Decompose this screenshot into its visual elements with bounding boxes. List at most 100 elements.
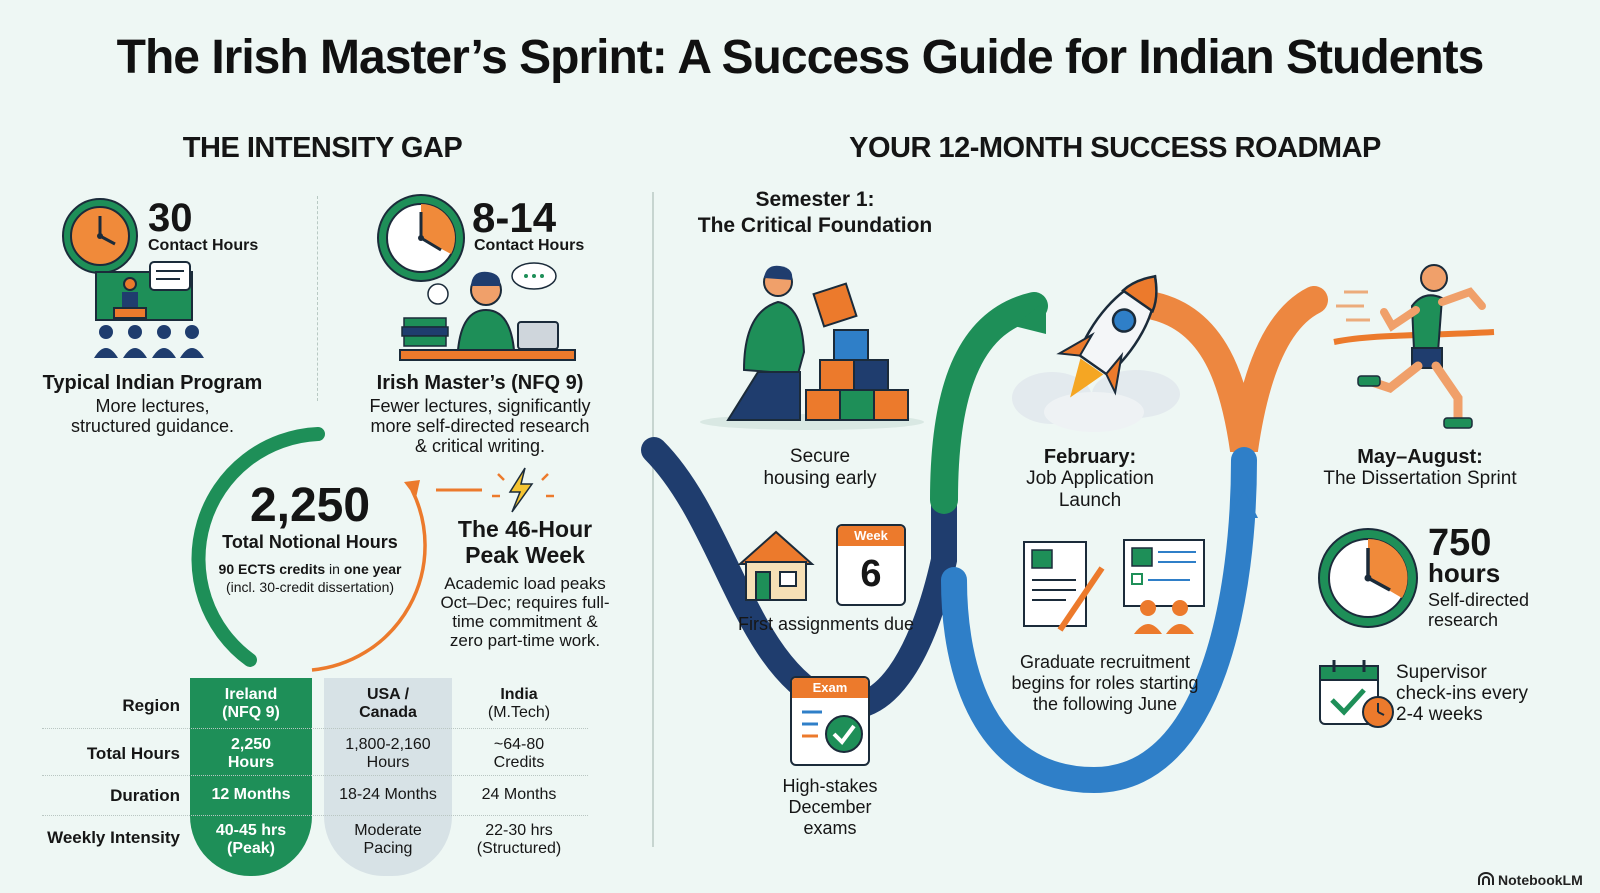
peak-desc-line4: zero part-time work. <box>449 631 601 650</box>
exams-line3: exams <box>803 818 857 838</box>
week-calendar-icon: Week 6 <box>836 524 906 606</box>
grad-line3: the following June <box>1032 694 1178 714</box>
row-divider <box>42 728 588 729</box>
usa-weekly-2: Pacing <box>363 840 413 857</box>
assignments-due: First assignments due <box>737 614 915 634</box>
notional-hours-label: Total Notional Hours <box>222 532 398 552</box>
row-divider <box>42 775 588 776</box>
lightning-icon <box>508 467 534 513</box>
usa-region-1: USA / <box>366 686 410 703</box>
cycle-arrows <box>191 427 554 672</box>
clock-icon <box>62 198 138 274</box>
india-hours-2: Credits <box>493 754 545 771</box>
india-region-1: India <box>500 686 538 703</box>
peak-desc-line1: Academic load peaks <box>444 574 606 593</box>
row-label-weekly-intensity: Weekly Intensity <box>47 828 180 847</box>
runner-icon <box>1333 264 1495 429</box>
supervisor-line2: check-ins every <box>1396 683 1528 704</box>
arrow-head <box>1014 300 1046 334</box>
calendar-week-number: 6 <box>860 553 882 595</box>
row-label-total-hours: Total Hours <box>86 744 180 763</box>
ects-one-year: one year <box>343 561 402 577</box>
brand-name: NotebookLM <box>1498 872 1583 888</box>
usa-column <box>324 678 452 876</box>
irish-desc-line1: Fewer lectures, significantly <box>369 396 591 416</box>
irish-contact-unit: Contact Hours <box>474 237 585 254</box>
row-label-duration: Duration <box>110 786 180 805</box>
irish-desc-line2: more self-directed research <box>370 416 590 436</box>
grad-line1: Graduate recruitment <box>1019 652 1191 672</box>
peak-desc-line2: Oct–Dec; requires full- <box>440 593 610 612</box>
usa-weekly-1: Moderate <box>354 822 422 839</box>
column-divider <box>317 196 318 401</box>
peak-week-title-line2: Peak Week <box>465 542 585 568</box>
lecture-classroom-icon <box>94 261 204 358</box>
ireland-column <box>190 678 312 876</box>
housing-line2: housing early <box>763 468 877 489</box>
ireland-weekly-2: (Peak) <box>226 840 276 857</box>
roadmap-heading: YOUR 12-MONTH SUCCESS ROADMAP <box>849 132 1381 164</box>
feb-title: February: <box>1043 446 1137 468</box>
student-laptop-icon <box>399 262 576 361</box>
feb-line2: Launch <box>1058 490 1122 511</box>
india-hours-1: ~64-80 <box>493 736 545 753</box>
hours-number: 750 <box>1428 522 1492 564</box>
ireland-weekly-1: 40-45 hrs <box>215 822 287 839</box>
ireland-duration: 12 Months <box>211 786 291 803</box>
usa-region-2: Canada <box>359 704 417 721</box>
row-label-region: Region <box>122 696 180 715</box>
indian-desc-line2: structured guidance. <box>70 416 235 436</box>
usa-hours-1: 1,800-2,160 <box>345 736 431 753</box>
semester-title-line2: The Critical Foundation <box>697 214 933 237</box>
indian-contact-unit: Contact Hours <box>148 237 259 254</box>
may-subtitle: The Dissertation Sprint <box>1323 468 1517 489</box>
indian-desc-line1: More lectures, <box>95 396 210 416</box>
ects-credits-mid: in <box>325 561 344 577</box>
house-icon <box>737 530 815 601</box>
rocket-icon <box>1012 274 1180 432</box>
india-region-2: (M.Tech) <box>487 704 551 721</box>
ireland-region-1: Ireland <box>224 686 278 703</box>
calendar-week-label: Week <box>838 526 904 546</box>
clock-icon <box>1318 528 1418 628</box>
ireland-hours-2: Hours <box>227 754 275 771</box>
feb-line1: Job Application <box>1026 468 1154 489</box>
notebooklm-logo-icon <box>1478 872 1494 885</box>
irish-contact-number: 8-14 <box>472 194 557 241</box>
notional-hours-number: 2,250 <box>249 479 371 532</box>
irish-program-label: Irish Master’s (NFQ 9) <box>376 372 584 394</box>
indian-contact-number: 30 <box>148 196 193 240</box>
building-blocks-icon <box>700 265 924 430</box>
usa-hours-2: Hours <box>366 754 410 771</box>
job-application-icon <box>1023 539 1205 634</box>
india-weekly-2: (Structured) <box>476 840 562 857</box>
peak-desc-line3: time commitment & <box>452 612 598 631</box>
hours-desc-line2: research <box>1428 610 1499 630</box>
semester-title-line1: Semester 1: <box>755 188 875 211</box>
ects-note: (incl. 30-credit dissertation) <box>225 579 395 595</box>
grad-line2: begins for roles starting <box>1011 673 1199 693</box>
usa-duration: 18-24 Months <box>339 786 437 803</box>
ects-credits-line: 90 ECTS credits in one year <box>195 561 425 577</box>
supervisor-line3: 2-4 weeks <box>1396 704 1483 725</box>
clock-icon <box>377 194 465 282</box>
checkmark-icon <box>802 710 863 753</box>
peak-week-title-line1: The 46-Hour <box>457 516 593 542</box>
row-divider <box>42 815 588 816</box>
hours-unit: hours <box>1428 558 1501 588</box>
supervisor-line1: Supervisor <box>1396 662 1487 683</box>
exams-line1: High-stakes <box>782 776 878 796</box>
page-title: The Irish Master’s Sprint: A Success Gui… <box>116 31 1485 84</box>
irish-desc-line3: & critical writing. <box>414 436 546 456</box>
section-divider <box>652 192 654 847</box>
ireland-hours-1: 2,250 <box>230 736 272 753</box>
intensity-heading: THE INTENSITY GAP <box>182 132 463 164</box>
housing-line1: Secure <box>789 446 851 467</box>
exams-line2: December <box>788 797 872 817</box>
india-weekly-1: 22-30 hrs <box>485 822 553 839</box>
check-in-calendar-icon <box>1319 660 1394 728</box>
ects-credits-bold: 90 ECTS credits <box>218 561 326 577</box>
indian-program-label: Typical Indian Program <box>42 372 263 394</box>
hours-desc-line1: Self-directed <box>1428 590 1530 610</box>
ireland-region-2: (NFQ 9) <box>222 704 280 721</box>
